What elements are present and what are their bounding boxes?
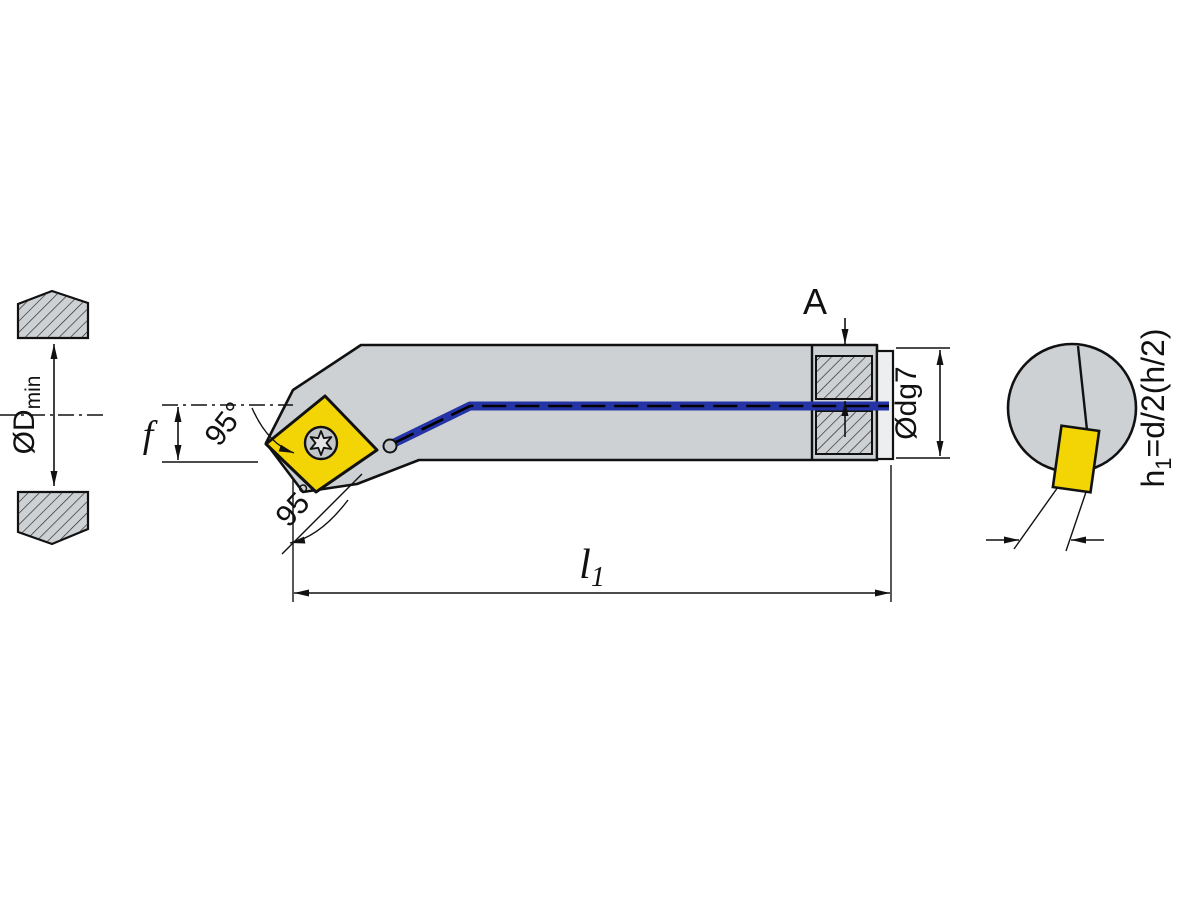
bore-diameter-label: ØDmin [8,376,45,455]
dimension-overall-length: l1 [292,465,892,602]
dimension-a: A [803,281,849,437]
coolant-outlet [382,438,398,454]
shank-dia-label: Ødg7 [890,366,923,439]
end-view: h1=d/2(h/2) [986,328,1176,552]
bar-body [264,343,879,494]
center-height-label: h1=d/2(h/2) [1135,328,1176,487]
insert-pocket-line [1076,345,1089,431]
coolant-channel-centerline [391,404,889,446]
a-label: A [803,281,827,322]
dimension-shank-diameter: Ødg7 [890,347,950,459]
clamp-section-bottom [815,410,873,455]
clamp-section-top [815,355,873,400]
workpiece-wall-bottom-hatch [18,492,88,544]
end-view-insert [1051,424,1101,494]
boring-bar-main-view [264,343,895,494]
l1-label: l1 [579,542,605,593]
workpiece-wall-top-hatch [18,291,88,338]
tip-extension-line-right [1065,491,1087,552]
workpiece-section-view: ØDmin [0,289,106,546]
angle-arc-bottom [289,499,349,544]
torx-icon [309,430,333,456]
angle-arc-top [251,407,295,454]
tip-extension-line-left [1013,486,1059,550]
